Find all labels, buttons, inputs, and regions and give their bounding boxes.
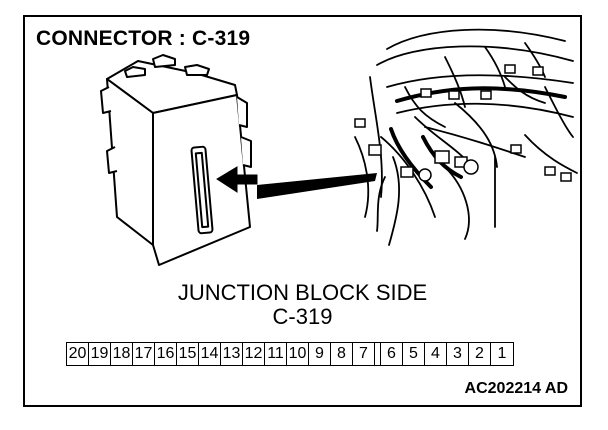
- zoom-wedge: [257, 173, 377, 199]
- pin-11: 11: [265, 343, 287, 365]
- pin-1: 1: [497, 345, 507, 362]
- pin-16: 16: [155, 343, 177, 365]
- pin-18: 18: [111, 343, 133, 365]
- pin-10: 10: [287, 343, 309, 365]
- harness-connectors: [354, 64, 572, 182]
- pin-gap: [375, 343, 381, 365]
- diagram-frame: CONNECTOR : C-319: [23, 15, 582, 407]
- connector-pin-layout: 20 19 18 17 16 15 14 13 12 11 10 9 8 7 6…: [66, 342, 514, 366]
- pin-20: 20: [67, 343, 89, 365]
- pin-4: 4: [425, 343, 447, 365]
- figure-code: AC202214 AD: [464, 380, 568, 397]
- pin-5: 5: [403, 343, 425, 365]
- caption-junction-block-side: JUNCTION BLOCK SIDE: [177, 280, 428, 305]
- connector-title: CONNECTOR : C-319: [36, 27, 251, 50]
- pin-8: 8: [331, 343, 353, 365]
- pin-17: 17: [133, 343, 155, 365]
- pin-12: 12: [243, 343, 265, 365]
- pin-7: 7: [353, 343, 375, 365]
- junction-block: [100, 54, 252, 266]
- pin-13: 13: [221, 343, 243, 365]
- pin-9: 9: [309, 343, 331, 365]
- vehicle-harness: [354, 28, 578, 246]
- pointer-arrow: [216, 166, 258, 193]
- pin-6: 6: [381, 343, 403, 365]
- pin-15: 15: [177, 343, 199, 365]
- illustration: [100, 28, 578, 266]
- pin-14: 14: [199, 343, 221, 365]
- caption-connector-id: C-319: [272, 304, 333, 329]
- pin-2: 2: [469, 343, 491, 365]
- pin-3: 3: [447, 343, 469, 365]
- pin-19: 19: [89, 343, 111, 365]
